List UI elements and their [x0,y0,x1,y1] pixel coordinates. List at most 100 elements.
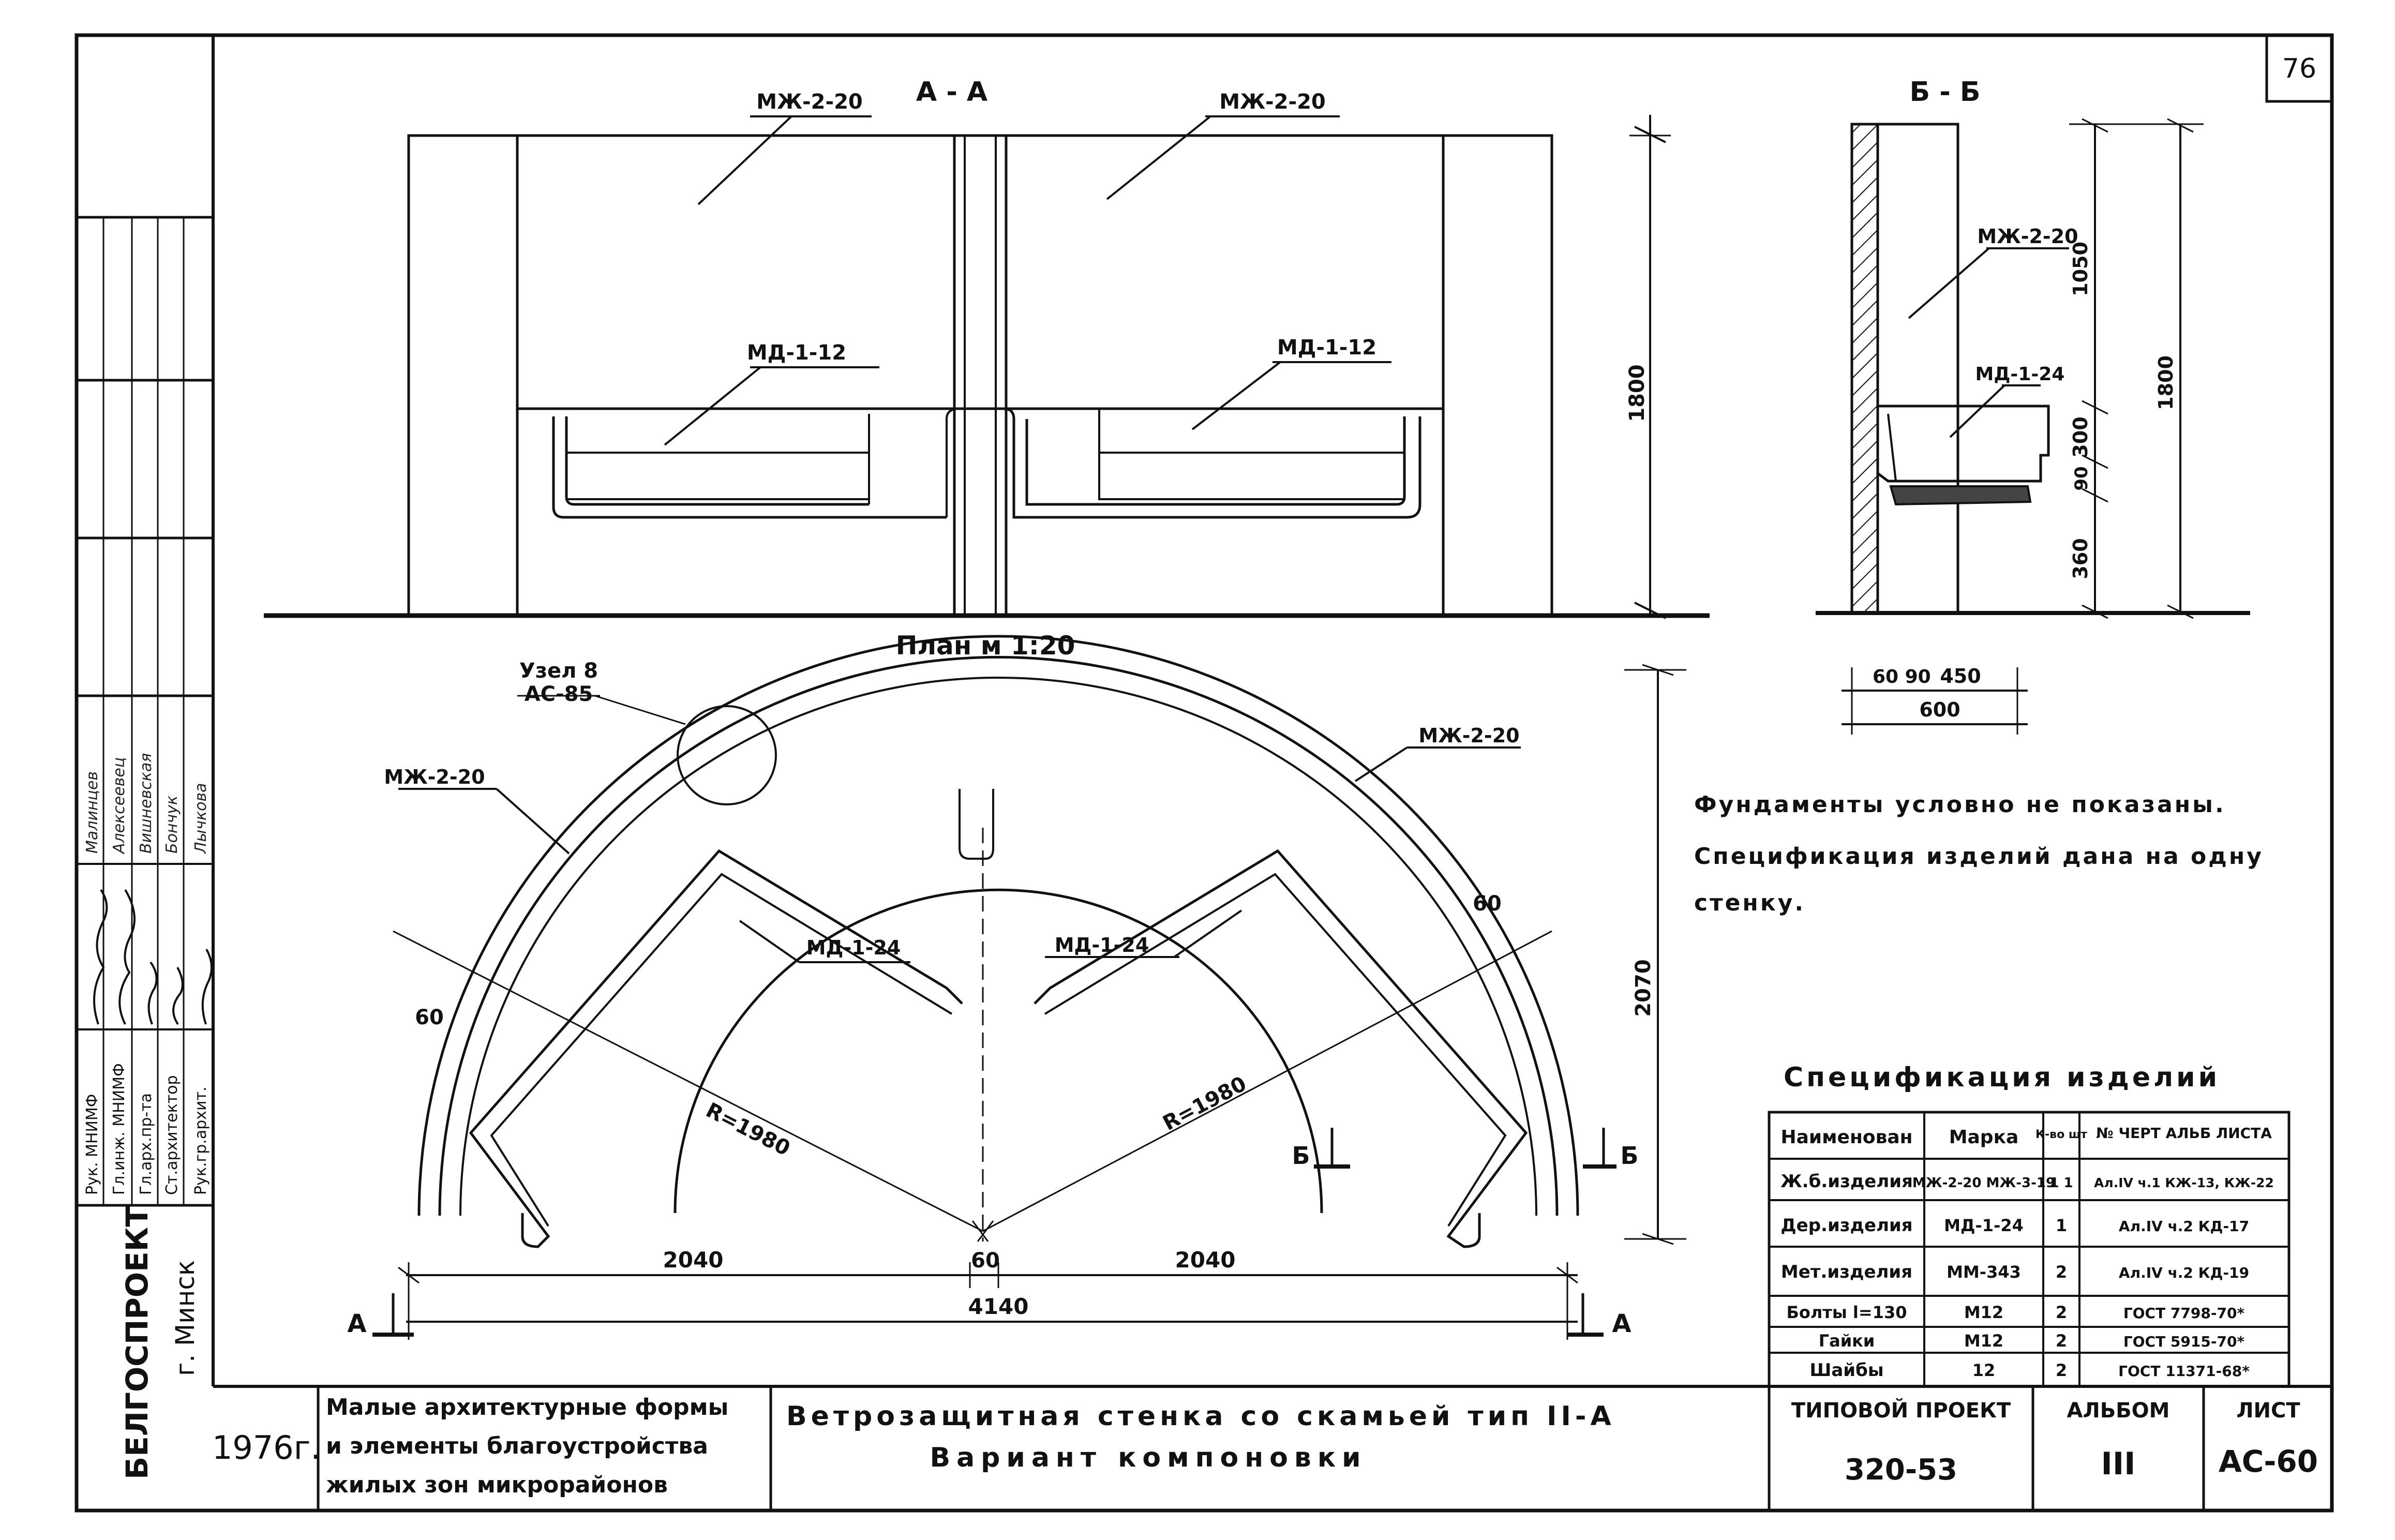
label-mzh: МЖ-2-20 [1418,724,1519,747]
cut-marker-a: А [1612,1309,1631,1338]
signature-scribble [172,967,184,1025]
dimension-4140: 4140 [968,1294,1029,1319]
cut-marker-a: А [347,1309,366,1338]
organization-name: БЕЛГОСПРОЕКТ [119,1206,155,1479]
label-mzh: МЖ-2-20 [756,90,862,114]
section-bb-title: Б - Б [1909,77,1980,108]
spec-cell: Ал.IV ч.2 КД-17 [2119,1218,2249,1235]
signature-scribble [201,949,213,1025]
signature-name: Лычкова [192,783,210,854]
note-line: Спецификация изделий дана на одну [1694,843,2264,870]
signature-role: Рук. МНИМФ [83,1094,101,1195]
cut-marker-b: Б [1292,1142,1310,1170]
label-md: МД-1-24 [1055,934,1149,956]
spec-table: Наименован Марка К-во шт № ЧЕРТ АЛЬБ ЛИС… [1780,1125,2274,1381]
title-block [213,1386,2332,1513]
project-number: 320-53 [1845,1453,1957,1487]
dimension-2040: 2040 [663,1247,724,1273]
spec-cell: М12 [1964,1331,2003,1351]
spec-cell: ГОСТ 11371-68* [2118,1363,2250,1380]
signature-role: Рук.гр.архит. [192,1086,210,1195]
spec-table-grid [1768,1111,2291,1388]
dimension-300: 300 [2069,416,2092,457]
spec-cell: 2 [2056,1262,2067,1282]
album-number: III [2101,1446,2136,1482]
year: 1976г. [212,1429,321,1467]
signature-role: Гл.инж. МНИМФ [110,1063,128,1195]
drawing-subtitle: Вариант компоновки [930,1442,1367,1473]
signature-scribble [93,889,108,1025]
signature-role: Ст.архитектор [163,1075,181,1195]
spec-cell: 2 [2056,1331,2067,1351]
spec-cell: Ал.IV ч.2 КД-19 [2119,1264,2249,1281]
dimension-600: 600 [1919,698,1960,721]
section-aa [264,115,1710,619]
plan-view [372,635,1686,1340]
spec-cell: ГОСТ 5915-70* [2123,1333,2245,1350]
spec-cell: Болты l=130 [1786,1303,1907,1322]
drawing-title: Ветрозащитная стенка со скамьей тип II-А [786,1401,1615,1432]
spec-header: К-во шт [2035,1128,2087,1141]
dimension-1050: 1050 [2069,242,2092,296]
subject-line: жилых зон микрорайонов [326,1472,668,1498]
cut-marker-b: Б [1620,1142,1638,1170]
signature-role: Гл.арх.пр-та [137,1093,155,1195]
subject-line: и элементы благоустройства [326,1433,708,1459]
signature-name: Бончук [163,796,181,854]
spec-cell: МЖ-2-20 МЖ-3-19 [1912,1175,2055,1191]
dimension-height: 1800 [2154,355,2177,410]
plan-title: План м 1:20 [896,631,1075,661]
note-line: стенку. [1694,890,1805,916]
signature-name: Вишневская [137,753,155,854]
spec-cell: 12 [1972,1360,1996,1380]
dimension-60: 60 [1473,892,1502,916]
dimension-360: 360 [2069,538,2092,579]
organization-city: г. Минск [170,1260,200,1376]
sheet-number: АС-60 [2219,1444,2318,1479]
spec-cell: МД-1-24 [1944,1216,2024,1235]
spec-cell: Дер.изделия [1780,1215,1912,1236]
spec-cell: Ж.б.изделия [1780,1171,1913,1192]
spec-header: Наименован [1780,1127,1912,1148]
label-md: МД-1-12 [747,341,846,365]
album-label: АЛЬБОМ [2067,1399,2170,1423]
project-label: ТИПОВОЙ ПРОЕКТ [1791,1398,2011,1423]
dimension-60: 60 [971,1249,1000,1273]
signature-name: Алексеевец [110,757,128,855]
radius-label: R=1980 [1159,1072,1251,1135]
dimension-height: 2070 [1631,959,1655,1016]
spec-cell: Ал.IV ч.1 КЖ-13, КЖ-22 [2094,1175,2274,1190]
spec-header: № ЧЕРТ АЛЬБ ЛИСТА [2096,1125,2272,1142]
label-mzh: МЖ-2-20 [384,766,485,788]
signature-block: Рук. МНИМФ Гл.инж. МНИМФ Гл.арх.пр-та Ст… [83,753,213,1195]
label-mzh: МЖ-2-20 [1219,90,1325,114]
node-label: Узел 8 [519,659,598,683]
node-reference: АС-85 [525,682,593,706]
label-md: МД-1-24 [806,936,901,959]
dimension-450: 450 [1940,665,1981,687]
spec-cell: 1 1 [2049,1175,2073,1191]
spec-cell: Гайки [1819,1331,1875,1351]
label-md: МД-1-24 [1975,364,2065,385]
sheet-label: ЛИСТ [2236,1399,2300,1423]
spec-cell: М12 [1964,1303,2003,1322]
spec-cell: 1 [2056,1216,2067,1235]
spec-header: Марка [1949,1127,2019,1148]
subject-line: Малые архитектурные формы [326,1394,728,1421]
spec-cell: Шайбы [1809,1360,1883,1381]
spec-cell: ГОСТ 7798-70* [2123,1305,2245,1322]
spec-cell: ММ-343 [1947,1262,2021,1282]
dimension-height: 1800 [1625,364,1649,422]
page-number: 76 [2282,53,2316,84]
label-md: МД-1-12 [1277,336,1376,360]
spec-title: Спецификация изделий [1784,1062,2220,1093]
radius-label: R=1980 [702,1098,794,1161]
note-line: Фундаменты условно не показаны. [1694,791,2226,818]
signature-name: Малинцев [83,771,101,854]
label-mzh: МЖ-2-20 [1977,225,2078,248]
spec-cell: 2 [2056,1360,2067,1380]
signature-scribble [118,889,136,1025]
dimension-2040: 2040 [1175,1247,1236,1273]
left-stamp [75,35,213,1511]
